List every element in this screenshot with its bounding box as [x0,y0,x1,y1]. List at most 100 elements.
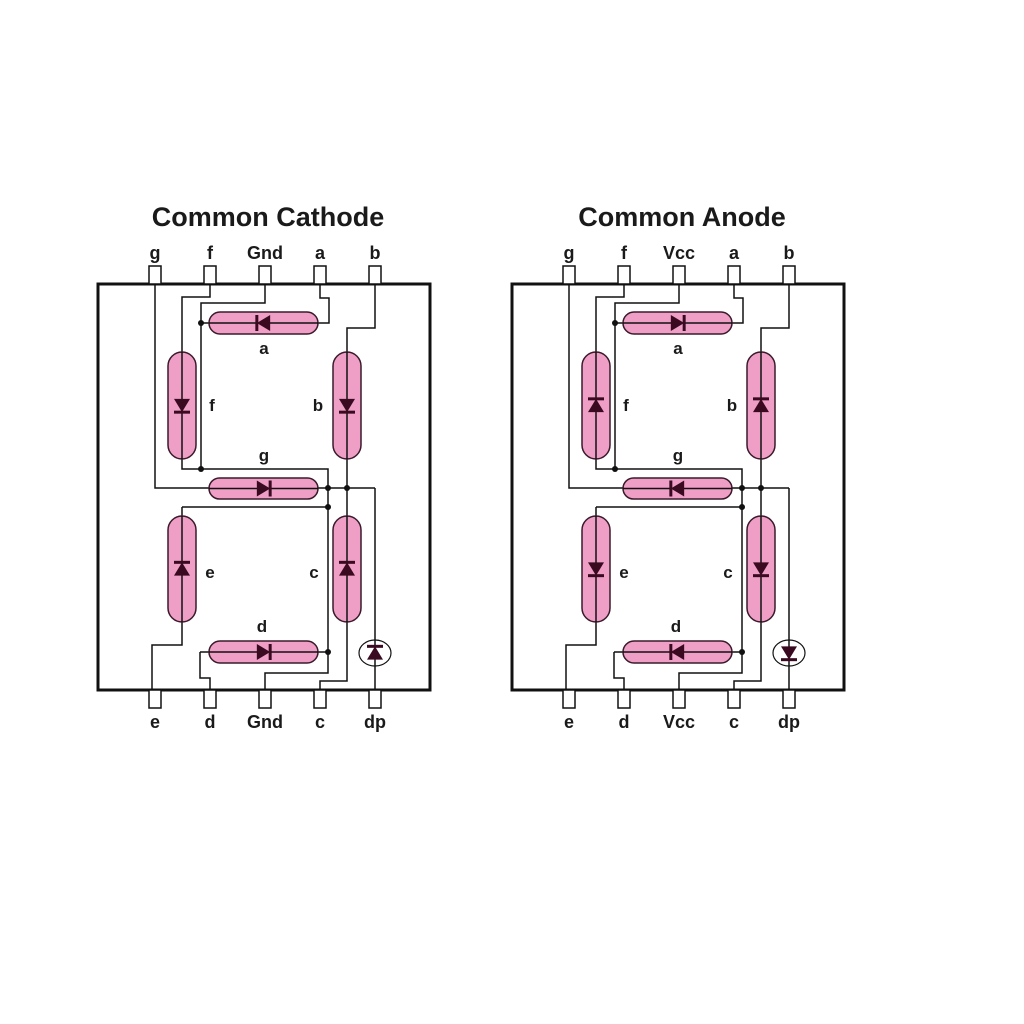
top-pin-Vcc [672,265,686,285]
wire [613,652,625,690]
wire [181,284,329,690]
segment-a-diode-icon [670,315,685,331]
bottom-pin-label: e [150,712,160,732]
segment-g-diode-icon [670,480,685,497]
junction-dot [739,649,745,655]
segment-label-d: d [671,617,681,636]
bottom-pin-label: Gnd [247,712,283,732]
segment-g-diode-icon [256,480,271,497]
junction-dot [198,466,204,472]
bottom-pin-Vcc [672,689,686,709]
decimal-point-diode-icon [367,646,383,660]
segment-d [622,640,733,664]
segment-label-c: c [723,563,732,582]
segment-b-diode-icon [753,398,769,413]
bottom-pin-c [727,689,741,709]
segment-c [332,515,362,623]
segment-label-f: f [209,396,215,415]
segment-label-b: b [727,396,737,415]
wire [199,652,211,690]
bottom-pin-label: c [729,712,739,732]
segment-label-e: e [619,563,628,582]
junction-dot [198,320,204,326]
bottom-pin-dp [782,689,796,709]
bottom-pin-dp [368,689,382,709]
segment-e-diode-icon [588,562,604,576]
decimal-point-diode-icon [781,646,797,660]
bottom-pin-label: e [564,712,574,732]
segment-e-diode-icon [174,562,190,576]
segment-label-a: a [259,339,269,358]
top-pin-a [727,265,741,285]
segment-f [581,351,611,460]
wire [595,284,743,690]
top-pin-g [148,265,162,285]
bottom-pin-label: c [315,712,325,732]
segment-e [167,515,197,623]
segment-d-diode-icon [256,644,271,660]
bottom-pin-d [617,689,631,709]
segment-c-diode-icon [753,562,769,576]
junction-dot [739,485,745,491]
junction-dot [325,504,331,510]
bottom-pin-c [313,689,327,709]
segment-f-diode-icon [174,398,190,413]
top-pin-label: f [621,243,628,263]
top-pin-f [617,265,631,285]
decimal-point [358,639,392,667]
top-pin-f [203,265,217,285]
top-pin-a [313,265,327,285]
segment-b [332,351,362,460]
bottom-pin-label: d [619,712,630,732]
decimal-point [772,639,806,667]
segment-label-e: e [205,563,214,582]
junction-dot [739,504,745,510]
segment-b [746,351,776,460]
segment-c-diode-icon [339,562,355,576]
wire [319,284,376,690]
junction-dot [325,649,331,655]
segment-label-g: g [259,446,269,465]
segment-g [208,477,319,500]
segment-e [581,515,611,623]
junction-dot [325,485,331,491]
diagram-title: Common Anode [578,202,785,232]
top-pin-label: g [564,243,575,263]
bottom-pin-label: dp [364,712,386,732]
top-pin-label: g [150,243,161,263]
wire [614,284,680,469]
junction-dot [612,466,618,472]
segment-label-d: d [257,617,267,636]
top-pin-b [368,265,382,285]
top-pin-label: b [370,243,381,263]
segment-label-b: b [313,396,323,415]
segment-label-a: a [673,339,683,358]
wire [200,284,266,469]
top-pin-Gnd [258,265,272,285]
junction-dot [758,485,764,491]
top-pin-label: a [729,243,740,263]
segment-a [208,311,319,335]
segment-b-diode-icon [339,398,355,413]
segment-f [167,351,197,460]
segment-label-f: f [623,396,629,415]
bottom-pin-label: d [205,712,216,732]
wire [733,284,790,690]
bottom-pin-label: dp [778,712,800,732]
bottom-pin-e [148,689,162,709]
diagram-title: Common Cathode [152,202,385,232]
top-pin-label: Vcc [663,243,695,263]
top-pin-b [782,265,796,285]
segment-f-diode-icon [588,398,604,413]
segment-d-diode-icon [670,644,685,660]
top-pin-label: f [207,243,214,263]
segment-a-diode-icon [256,315,271,331]
bottom-pin-label: Vcc [663,712,695,732]
junction-dot [612,320,618,326]
segment-d [208,640,319,664]
bottom-pin-e [562,689,576,709]
segment-c [746,515,776,623]
